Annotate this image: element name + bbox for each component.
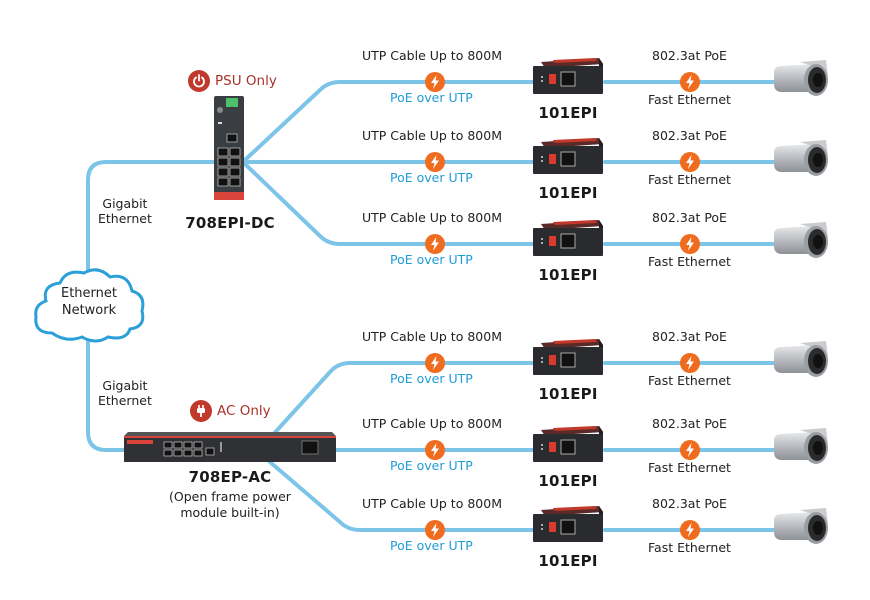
power-icon — [188, 70, 210, 92]
extender-101epi — [533, 58, 603, 100]
poe-bolt-icon — [425, 520, 445, 540]
poe-bolt-icon — [680, 72, 700, 92]
uplink-label-top: Gigabit Ethernet — [98, 196, 152, 226]
poe-label: 802.3at PoE — [652, 48, 727, 63]
switch-708epi-dc — [214, 96, 244, 200]
cloud-icon — [34, 268, 145, 343]
poe-bolt-icon — [425, 440, 445, 460]
cloud-label-line1: Ethernet — [61, 286, 117, 301]
poe-bolt-icon — [680, 234, 700, 254]
extender-model: 101EPI — [538, 385, 598, 403]
cable-label: UTP Cable Up to 800M — [362, 496, 502, 511]
switch-note-line2: module built-in) — [180, 505, 280, 520]
cloud-label-line2: Network — [61, 303, 117, 318]
switch-708ep-ac — [124, 432, 336, 462]
plug-icon — [190, 400, 212, 422]
poe-sublabel: Fast Ethernet — [648, 172, 731, 187]
switch-note-line1: (Open frame power — [169, 489, 291, 504]
uplink-cable-bottom — [86, 338, 127, 452]
branch-cable-6 — [268, 460, 537, 532]
extender-model: 101EPI — [538, 104, 598, 122]
poe-bolt-icon — [680, 520, 700, 540]
cable-label: UTP Cable Up to 800M — [362, 128, 502, 143]
poe-bolt-icon — [680, 440, 700, 460]
extender-model: 101EPI — [538, 552, 598, 570]
extender-model: 101EPI — [538, 266, 598, 284]
extender-model: 101EPI — [538, 472, 598, 490]
cable-label: UTP Cable Up to 800M — [362, 48, 502, 63]
extender-101epi — [533, 426, 603, 468]
switch-model-bottom: 708EP-AC — [188, 468, 272, 486]
ethernet-network-cloud: Ethernet Network — [30, 265, 148, 345]
power-badge-label: PSU Only — [215, 73, 277, 89]
poe-label: 802.3at PoE — [652, 496, 727, 511]
extender-101epi — [533, 339, 603, 381]
branch-cable-4 — [268, 361, 537, 440]
branch-cable-3 — [243, 162, 537, 246]
poe-label: 802.3at PoE — [652, 210, 727, 225]
poe-sublabel: Fast Ethernet — [648, 92, 731, 107]
ip-camera-icon — [770, 339, 834, 379]
cable-label: UTP Cable Up to 800M — [362, 416, 502, 431]
extender-101epi — [533, 138, 603, 180]
poe-bolt-icon — [680, 353, 700, 373]
poe-bolt-icon — [425, 353, 445, 373]
cable-sublabel: PoE over UTP — [390, 458, 473, 473]
poe-sublabel: Fast Ethernet — [648, 254, 731, 269]
cable-sublabel: PoE over UTP — [390, 371, 473, 386]
cable-label: UTP Cable Up to 800M — [362, 329, 502, 344]
poe-sublabel: Fast Ethernet — [648, 460, 731, 475]
cable-sublabel: PoE over UTP — [390, 538, 473, 553]
uplink-cable-top — [86, 160, 220, 282]
poe-bolt-icon — [680, 152, 700, 172]
poe-label: 802.3at PoE — [652, 329, 727, 344]
poe-label: 802.3at PoE — [652, 128, 727, 143]
extender-101epi — [533, 506, 603, 548]
cable-sublabel: PoE over UTP — [390, 170, 473, 185]
uplink-label-line1: Gigabit — [102, 378, 148, 393]
poe-sublabel: Fast Ethernet — [648, 373, 731, 388]
cable-sublabel: PoE over UTP — [390, 252, 473, 267]
ip-camera-icon — [770, 506, 834, 546]
uplink-label-line2: Ethernet — [98, 393, 152, 408]
ip-camera-icon — [770, 58, 834, 98]
power-badge-label: AC Only — [217, 403, 271, 419]
switch-model-top: 708EPI-DC — [185, 214, 275, 232]
extender-101epi — [533, 220, 603, 262]
ip-camera-icon — [770, 426, 834, 466]
uplink-label-line2: Ethernet — [98, 211, 152, 226]
poe-bolt-icon — [425, 234, 445, 254]
extender-model: 101EPI — [538, 184, 598, 202]
uplink-label-bottom: Gigabit Ethernet — [98, 378, 152, 408]
uplink-label-line1: Gigabit — [102, 196, 148, 211]
ip-camera-icon — [770, 138, 834, 178]
poe-label: 802.3at PoE — [652, 416, 727, 431]
power-badge-ac: AC Only — [190, 400, 271, 422]
poe-bolt-icon — [425, 72, 445, 92]
branch-cable-1 — [243, 80, 537, 162]
poe-bolt-icon — [425, 152, 445, 172]
cable-sublabel: PoE over UTP — [390, 90, 473, 105]
cable-label: UTP Cable Up to 800M — [362, 210, 502, 225]
ip-camera-icon — [770, 220, 834, 260]
power-badge-psu: PSU Only — [188, 70, 277, 92]
poe-sublabel: Fast Ethernet — [648, 540, 731, 555]
